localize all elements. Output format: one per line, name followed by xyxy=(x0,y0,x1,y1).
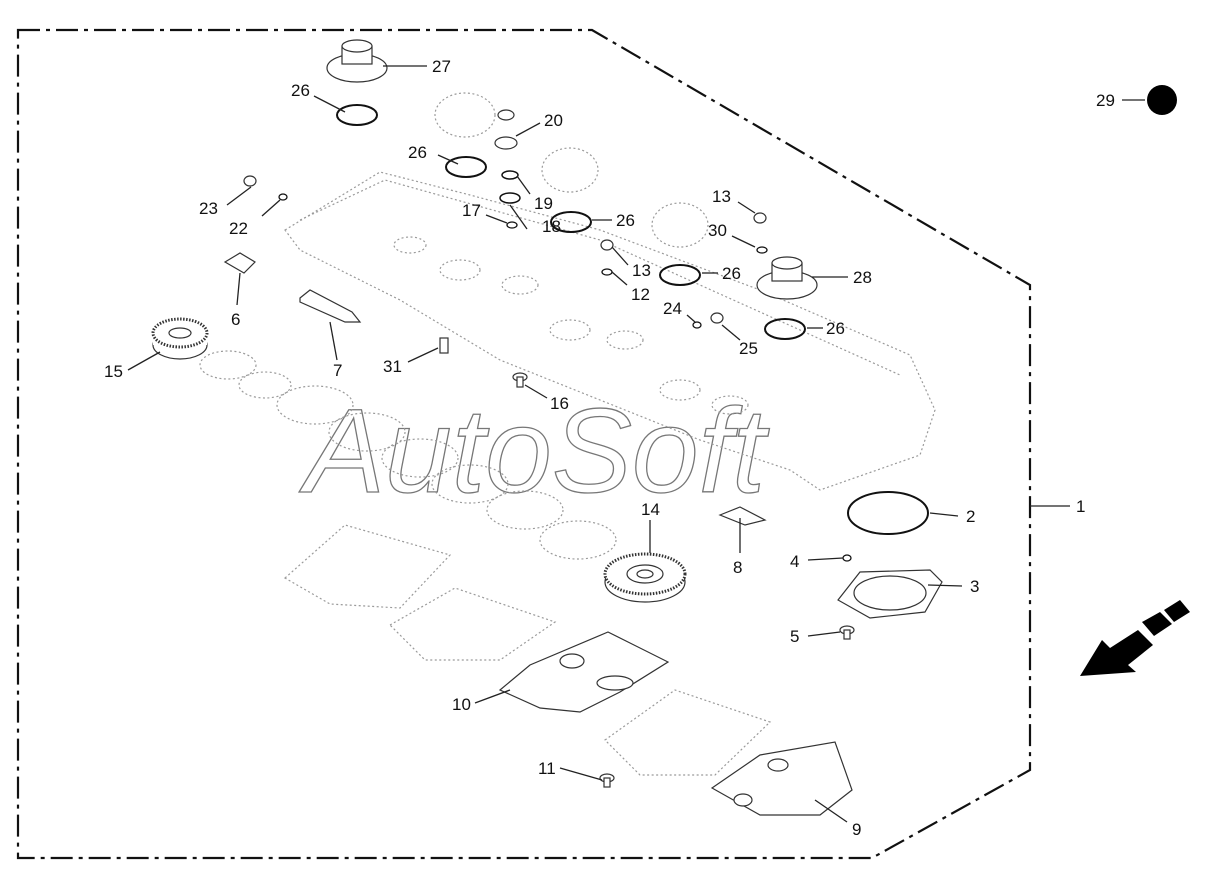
callout-16: 16 xyxy=(550,394,569,413)
callout-22: 22 xyxy=(229,219,248,238)
part-8-wedge xyxy=(718,506,767,526)
callout-11: 11 xyxy=(538,759,556,778)
callout-14: 14 xyxy=(641,500,660,519)
callout-17: 17 xyxy=(462,201,481,220)
part-28-drive-hub xyxy=(756,256,818,300)
part-26-o-ring xyxy=(764,318,806,340)
part-2-large-seal xyxy=(847,491,929,535)
callout-8: 8 xyxy=(733,558,742,577)
watermark-text: AutoSoft xyxy=(299,384,770,518)
part-31-pin xyxy=(439,337,449,354)
callout-29: 29 xyxy=(1096,91,1115,110)
part-12-washer xyxy=(601,268,613,276)
callout-13: 13 xyxy=(712,187,731,206)
part-26-o-ring xyxy=(336,104,378,126)
callout-10: 10 xyxy=(452,695,471,714)
part-26-o-ring xyxy=(445,156,487,178)
callout-7: 7 xyxy=(333,361,342,380)
callout-30: 30 xyxy=(708,221,727,240)
part-5-bolt xyxy=(839,625,855,640)
part-22-washer xyxy=(278,193,288,201)
callout-3: 3 xyxy=(970,577,979,596)
part-23-nut xyxy=(243,175,257,187)
assembly-boundary xyxy=(16,28,1032,860)
filled-circle-icon xyxy=(1147,85,1177,115)
callout-23: 23 xyxy=(199,199,218,218)
callout-5: 5 xyxy=(790,627,799,646)
callout-15: 15 xyxy=(104,362,123,381)
callout-28: 28 xyxy=(853,268,872,287)
callout-18: 18 xyxy=(542,217,561,236)
part-24-washer xyxy=(692,321,702,329)
part-26-o-ring xyxy=(550,211,592,233)
direction-arrow-icon xyxy=(1080,600,1190,676)
part-25-nut xyxy=(710,312,724,324)
part-15-gear xyxy=(151,317,209,360)
callout-12: 12 xyxy=(631,285,650,304)
part-9-skid-plate xyxy=(710,741,853,816)
part-20-nut-stack xyxy=(494,109,521,229)
callout-25: 25 xyxy=(739,339,758,358)
callout-26: 26 xyxy=(291,81,310,100)
part-26-o-ring xyxy=(659,264,701,286)
callout-1: 1 xyxy=(1076,497,1085,516)
part-4-washer xyxy=(842,554,852,562)
callout-19: 19 xyxy=(534,194,553,213)
part-13-nut xyxy=(753,212,767,224)
part-13-nut xyxy=(600,239,614,251)
part-30-washer xyxy=(756,246,768,254)
callout-24: 24 xyxy=(663,299,682,318)
callout-13: 13 xyxy=(632,261,651,280)
part-6-wedge xyxy=(223,252,256,274)
callout-20: 20 xyxy=(544,111,563,130)
part-27-drive-hub xyxy=(326,39,388,83)
callout-31: 31 xyxy=(383,357,402,376)
cutter-bar-ghost xyxy=(284,92,936,491)
gear-train-ghost xyxy=(199,350,617,560)
callout-26: 26 xyxy=(408,143,427,162)
part-11-bolt xyxy=(599,773,615,788)
callout-6: 6 xyxy=(231,310,240,329)
callout-9: 9 xyxy=(852,820,861,839)
part-3-cover-plate xyxy=(837,569,943,619)
callout-4: 4 xyxy=(790,552,799,571)
part-16-bolt xyxy=(512,372,528,388)
callout-labels: 27 26 26 20 19 17 18 26 13 30 13 26 28 1… xyxy=(104,57,1115,839)
callout-2: 2 xyxy=(966,507,975,526)
callout-26: 26 xyxy=(616,211,635,230)
part-14-gear xyxy=(603,552,687,603)
leader-lines xyxy=(127,65,1145,823)
callout-26: 26 xyxy=(722,264,741,283)
part-7-bracket xyxy=(299,289,362,323)
part-10-skid-plate xyxy=(498,631,670,713)
callout-27: 27 xyxy=(432,57,451,76)
skid-plates-ghost xyxy=(283,524,772,776)
callout-26: 26 xyxy=(826,319,845,338)
